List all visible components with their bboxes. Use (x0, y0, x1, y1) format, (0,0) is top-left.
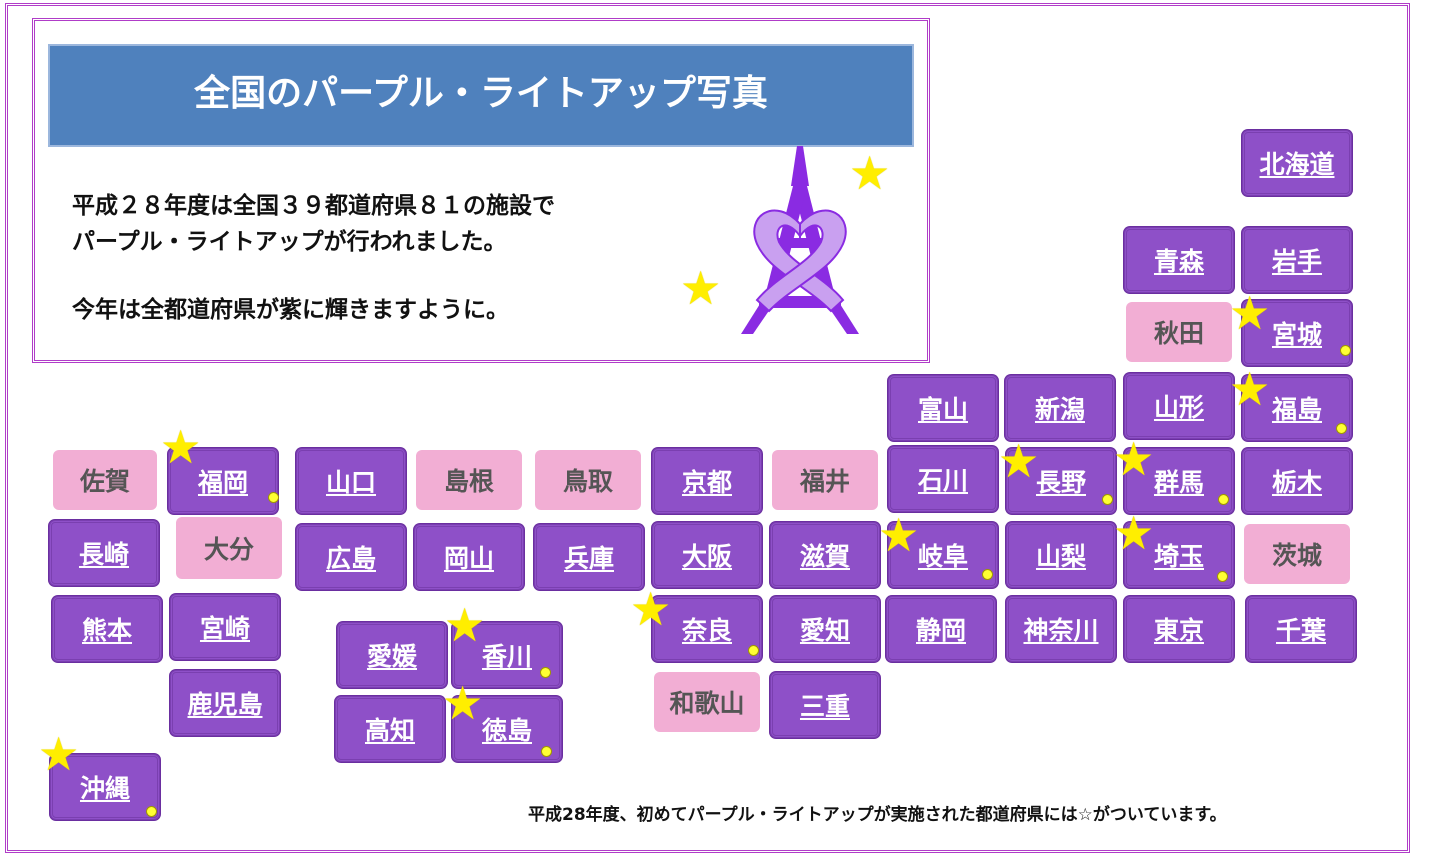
pref-saitama[interactable]: 埼玉 (1124, 522, 1234, 588)
pref-aichi[interactable]: 愛知 (770, 596, 880, 662)
pref-tokyo[interactable]: 東京 (1124, 596, 1234, 662)
pref-shiga[interactable]: 滋賀 (770, 522, 880, 588)
star-icon: ★ (849, 146, 891, 200)
pref-tokushima[interactable]: 徳島 (452, 696, 562, 762)
pref-shizuoka[interactable]: 静岡 (886, 596, 996, 662)
pref-gunma[interactable]: 群馬 (1124, 448, 1234, 514)
pref-ehime[interactable]: 愛媛 (337, 622, 447, 688)
pref-yamanashi[interactable]: 山梨 (1006, 522, 1116, 588)
dot-marker (1340, 345, 1351, 356)
pref-hyogo[interactable]: 兵庫 (534, 524, 644, 590)
star-icon: ★ (1229, 362, 1271, 416)
pref-toyama[interactable]: 富山 (888, 375, 998, 441)
pref-hokkaido[interactable]: 北海道 (1242, 130, 1352, 196)
star-icon: ★ (160, 420, 202, 474)
pref-aomori[interactable]: 青森 (1124, 227, 1234, 293)
pref-fukui: 福井 (772, 450, 878, 510)
dot-marker (268, 492, 279, 503)
star-icon: ★ (998, 434, 1040, 488)
pref-iwate[interactable]: 岩手 (1242, 227, 1352, 293)
outer-frame (5, 3, 1410, 853)
page-title: 全国のパープル・ライトアップ写真 (48, 44, 914, 147)
pref-shimane: 島根 (416, 450, 522, 510)
star-icon: ★ (444, 598, 486, 652)
pref-saga: 佐賀 (53, 450, 157, 510)
dot-marker (540, 667, 551, 678)
pref-akita: 秋田 (1126, 302, 1232, 362)
pref-fukuoka[interactable]: 福岡 (168, 448, 278, 514)
purple-ribbon-tower-icon (741, 146, 859, 334)
pref-osaka[interactable]: 大阪 (652, 522, 762, 588)
pref-kyoto[interactable]: 京都 (652, 448, 762, 514)
pref-ibaraki: 茨城 (1244, 524, 1350, 584)
footnote: 平成28年度、初めてパープル・ライトアップが実施された都道府県には☆がついていま… (528, 805, 1227, 825)
star-icon: ★ (680, 261, 722, 315)
dot-marker (541, 746, 552, 757)
pref-fukushima[interactable]: 福島 (1242, 375, 1352, 441)
pref-nara[interactable]: 奈良 (652, 596, 762, 662)
pref-miyagi[interactable]: 宮城 (1242, 300, 1352, 366)
pref-wakayama: 和歌山 (654, 672, 760, 732)
dot-marker (748, 645, 759, 656)
pref-hiroshima[interactable]: 広島 (296, 524, 406, 590)
dot-marker (1217, 571, 1228, 582)
pref-kagoshima[interactable]: 鹿児島 (170, 670, 280, 736)
dot-marker (1218, 494, 1229, 505)
pref-kanagawa[interactable]: 神奈川 (1006, 596, 1116, 662)
pref-niigata[interactable]: 新潟 (1005, 375, 1115, 441)
pref-kumamoto[interactable]: 熊本 (52, 596, 162, 662)
pref-gifu[interactable]: 岐阜 (888, 522, 998, 588)
star-icon: ★ (1113, 506, 1155, 560)
pref-oita: 大分 (176, 517, 282, 579)
pref-okayama[interactable]: 岡山 (414, 524, 524, 590)
description-line-3: 今年は全都道府県が紫に輝きますように。 (72, 297, 509, 323)
star-icon: ★ (442, 676, 484, 730)
pref-miyazaki[interactable]: 宮崎 (170, 594, 280, 660)
pref-ishikawa[interactable]: 石川 (888, 446, 998, 512)
star-icon: ★ (1229, 286, 1271, 340)
pref-okinawa[interactable]: 沖縄 (50, 754, 160, 820)
pref-nagano[interactable]: 長野 (1006, 448, 1116, 514)
pref-tottori: 鳥取 (535, 450, 641, 510)
pref-chiba[interactable]: 千葉 (1246, 596, 1356, 662)
description-line-1: 平成２８年度は全国３９都道府県８１の施設で (72, 193, 555, 219)
star-icon: ★ (630, 582, 672, 636)
star-icon: ★ (1113, 432, 1155, 486)
pref-tochigi[interactable]: 栃木 (1242, 448, 1352, 514)
pref-nagasaki[interactable]: 長崎 (49, 520, 159, 586)
pref-yamagata[interactable]: 山形 (1124, 373, 1234, 439)
dot-marker (1102, 494, 1113, 505)
dot-marker (982, 569, 993, 580)
star-icon: ★ (38, 727, 80, 781)
description-line-2: パープル・ライトアップが行われました。 (72, 229, 507, 255)
star-icon: ★ (878, 508, 920, 562)
pref-mie[interactable]: 三重 (770, 672, 880, 738)
dot-marker (1336, 423, 1347, 434)
pref-yamaguchi[interactable]: 山口 (296, 448, 406, 514)
pref-kochi[interactable]: 高知 (335, 696, 445, 762)
dot-marker (146, 806, 157, 817)
